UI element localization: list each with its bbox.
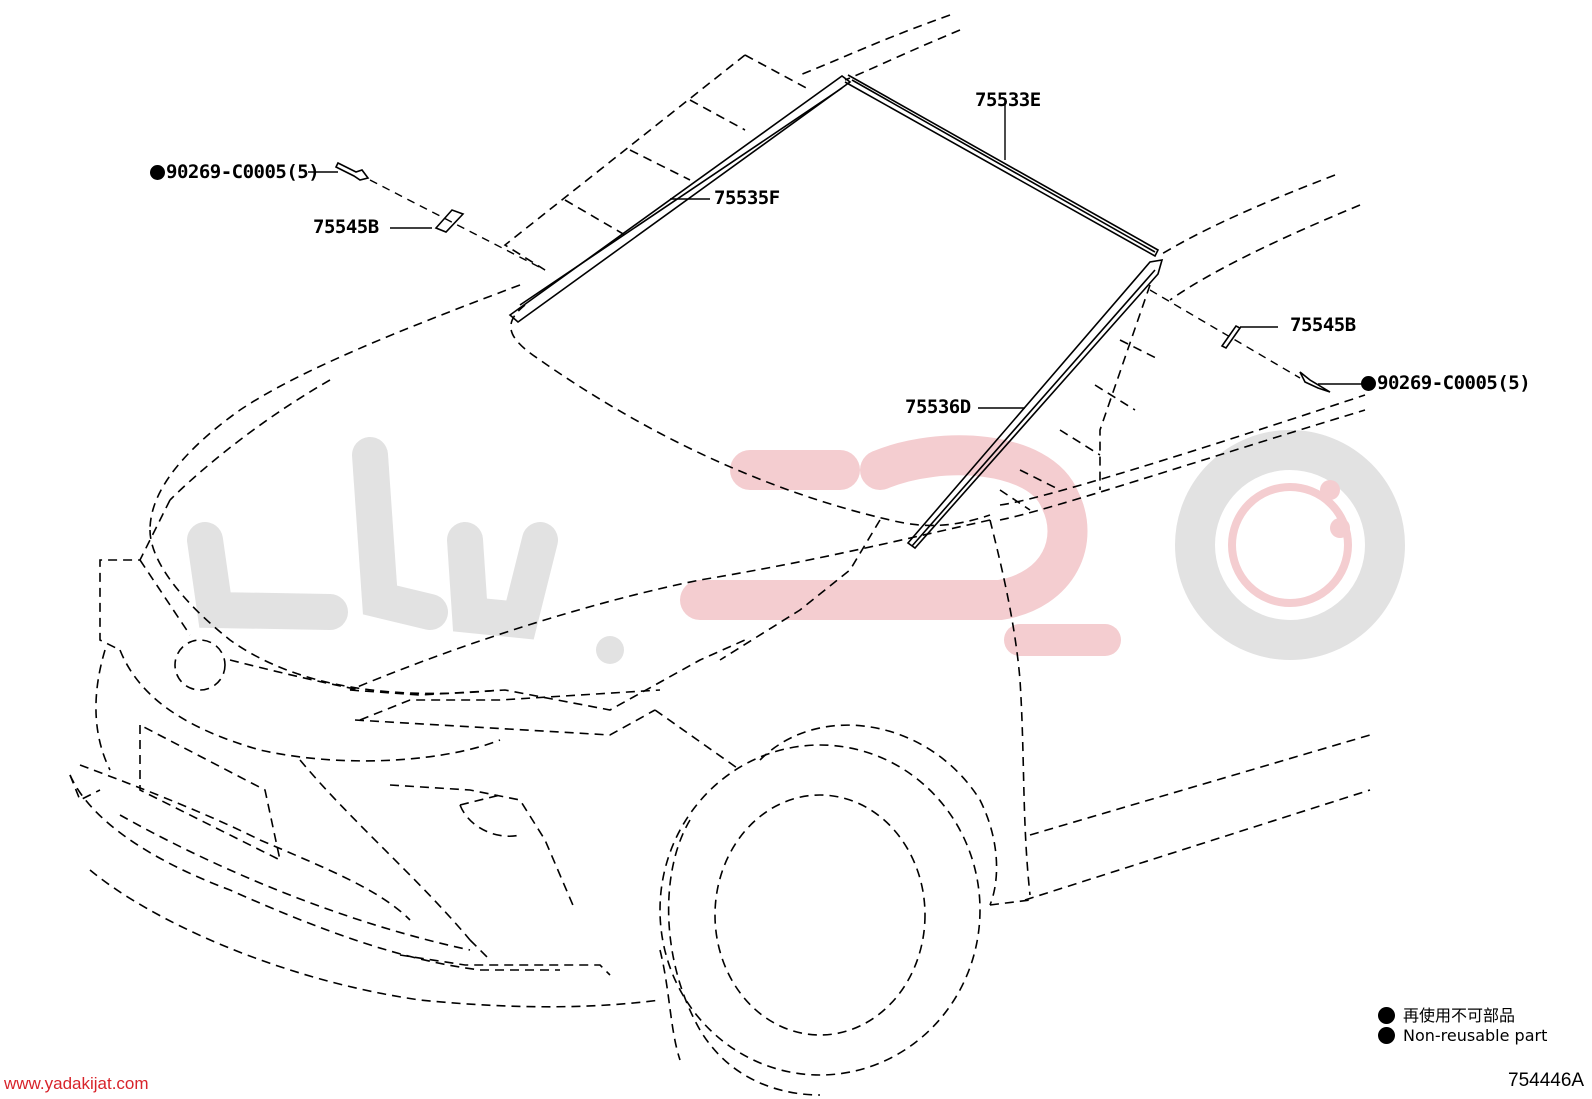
clip-right-part-number: 90269-C0005(5)	[1377, 372, 1531, 394]
clip-left-part-number: 90269-C0005(5)	[166, 161, 320, 183]
bracket-left-part-number: 75545B	[313, 216, 379, 238]
callout-molding-right: 75536D	[905, 396, 971, 418]
legend-english-text: Non-reusable part	[1403, 1026, 1548, 1045]
non-reusable-dot-icon	[1378, 1027, 1395, 1044]
leader-lines	[308, 101, 1368, 409]
callout-bracket-left: 75545B	[313, 216, 379, 238]
watermark-logo	[187, 430, 1405, 664]
legend-japanese: 再使用不可部品	[1378, 1002, 1515, 1026]
site-url: www.yadakijat.com	[4, 1074, 149, 1093]
molding-left-part-number: 75535F	[714, 187, 780, 209]
legend-japanese-text: 再使用不可部品	[1403, 1006, 1516, 1025]
vehicle-outline	[69, 14, 1371, 1096]
non-reusable-dot-icon	[1378, 1007, 1395, 1024]
callout-molding-top: 75533E	[975, 89, 1041, 111]
callout-molding-left: 75535F	[714, 187, 780, 209]
molding-right-part-number: 75536D	[905, 396, 971, 418]
leader-dashed	[369, 179, 1301, 379]
callout-clip-right: 90269-C0005(5)	[1361, 372, 1531, 394]
molding-top-part-number: 75533E	[975, 89, 1041, 111]
moldings	[334, 74, 1331, 550]
non-reusable-dot-icon	[1361, 376, 1376, 391]
bracket-right-part-number: 75545B	[1290, 314, 1356, 336]
callout-clip-left: 90269-C0005(5)	[150, 161, 320, 183]
callout-bracket-right: 75545B	[1290, 314, 1356, 336]
non-reusable-dot-icon	[150, 165, 165, 180]
legend-english: Non-reusable part	[1378, 1026, 1547, 1045]
figure-number: 754446A	[1508, 1070, 1585, 1091]
